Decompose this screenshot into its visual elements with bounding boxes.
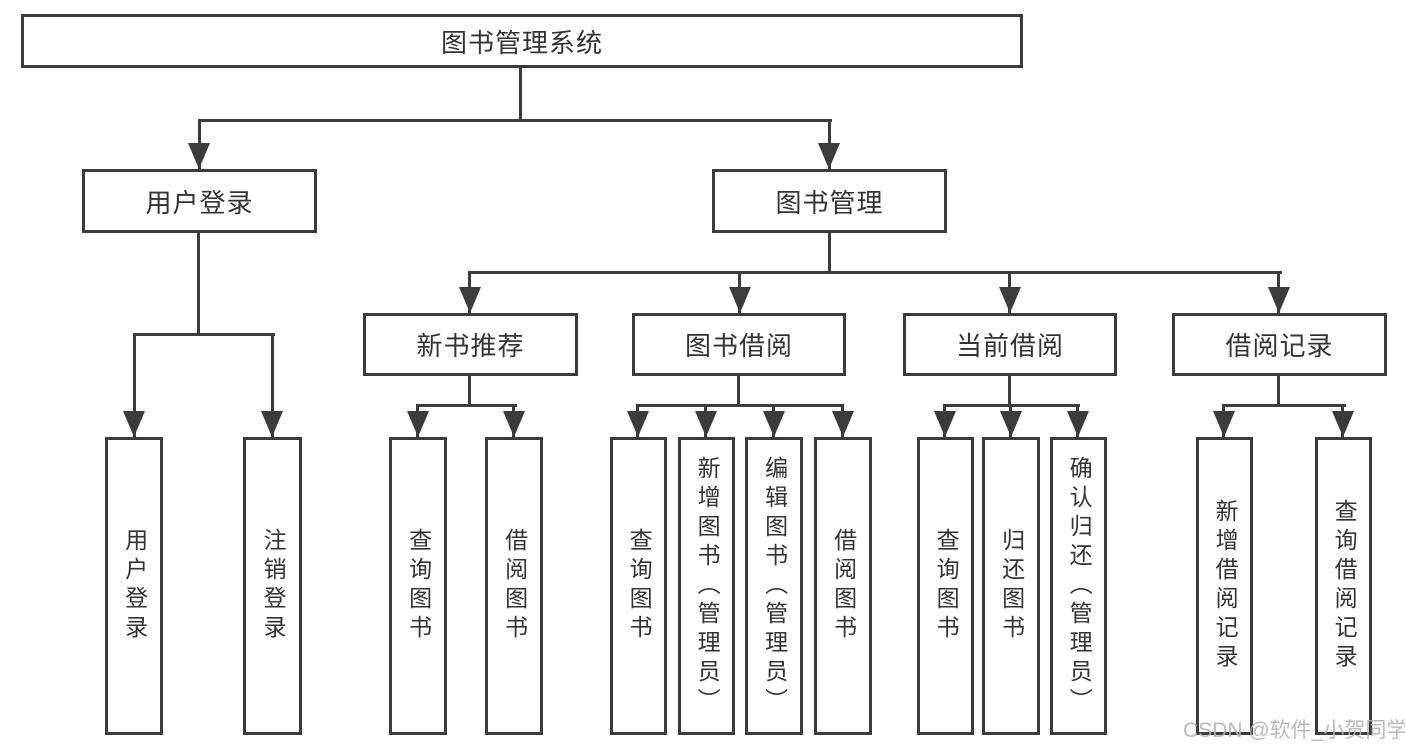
node-leaf-logout: 注销登录 (243, 437, 302, 735)
arrowhead-current-child1 (934, 411, 956, 437)
node-leaf-records-add: 新增借阅记录 (1196, 437, 1253, 735)
arrowhead-records-child1 (1213, 411, 1235, 437)
node-leaf-records-query: 查询借阅记录 (1315, 437, 1372, 735)
node-leaf-user-login: 用户登录 (105, 437, 163, 735)
node-user-login-label: 用户登录 (145, 187, 254, 218)
leaf-borrow-query-label: 查询图书 (626, 528, 653, 644)
node-user-login: 用户登录 (82, 169, 317, 233)
arrowhead-borrow-child4 (832, 411, 854, 437)
node-borrow-records: 借阅记录 (1172, 313, 1387, 376)
arrowhead-records-child2 (1332, 411, 1354, 437)
leaf-newbook-borrow-label: 借阅图书 (501, 528, 528, 644)
arrowhead-user-login (188, 143, 210, 169)
leaf-newbook-query-label: 查询图书 (405, 528, 432, 644)
arrowhead-newbook-child2 (503, 411, 525, 437)
node-leaf-current-query: 查询图书 (917, 437, 974, 735)
leaf-records-add-label: 新增借阅记录 (1212, 499, 1239, 673)
connector-root-branch (198, 119, 832, 122)
arrowhead-borrow-child3 (763, 411, 785, 437)
node-leaf-current-return: 归还图书 (982, 437, 1040, 735)
node-leaf-borrow-add: 新增图书（管理员） (678, 437, 735, 735)
node-leaf-newbook-borrow: 借阅图书 (485, 437, 543, 735)
node-root-label: 图书管理系统 (440, 27, 603, 58)
leaf-borrow-edit-label: 编辑图书（管理员） (761, 455, 788, 717)
node-book-mgmt: 图书管理 (712, 169, 947, 233)
node-leaf-borrow-query: 查询图书 (610, 437, 667, 735)
leaf-borrow-add-label: 新增图书（管理员） (694, 455, 721, 717)
arrowhead-current-child3 (1067, 411, 1089, 437)
arrowhead-current-child2 (1000, 411, 1022, 437)
node-current-borrow: 当前借阅 (903, 313, 1117, 376)
node-borrow-label: 图书借阅 (684, 331, 793, 361)
node-book-borrow: 图书借阅 (632, 313, 846, 376)
node-leaf-borrow-edit: 编辑图书（管理员） (745, 437, 803, 735)
leaf-logout-label: 注销登录 (260, 528, 287, 644)
arrowhead-borrow (729, 287, 751, 313)
connector-to-login (133, 333, 136, 437)
arrowhead-borrow-child1 (627, 411, 649, 437)
connector-book-mgmt-branch (468, 271, 1282, 274)
connector-user-login-stem (197, 233, 200, 336)
connector-book-mgmt-stem (828, 233, 831, 274)
leaf-current-return-label: 归还图书 (998, 528, 1025, 644)
connector-records-branch (1223, 404, 1346, 407)
leaf-records-query-label: 查询借阅记录 (1331, 499, 1358, 673)
connector-root-stem (519, 66, 522, 122)
leaf-current-query-label: 查询图书 (933, 528, 960, 644)
node-current-label: 当前借阅 (955, 331, 1064, 361)
node-records-label: 借阅记录 (1225, 331, 1334, 361)
arrowhead-book-mgmt (818, 143, 840, 169)
node-root-system: 图书管理系统 (21, 14, 1023, 68)
node-leaf-newbook-query: 查询图书 (389, 437, 447, 735)
arrowhead-newbook (459, 287, 481, 313)
leaf-user-login-label: 用户登录 (121, 528, 148, 644)
arrowhead-current (999, 287, 1021, 313)
node-book-mgmt-label: 图书管理 (775, 187, 884, 218)
connector-borrow-stem (737, 376, 740, 407)
connector-records-stem (1277, 376, 1280, 407)
node-newbook-recommend: 新书推荐 (363, 313, 578, 376)
arrowhead-borrow-child2 (695, 411, 717, 437)
arrowhead-logout (261, 411, 283, 437)
connector-current-branch (944, 404, 1080, 407)
arrowhead-newbook-child1 (407, 411, 429, 437)
connector-current-stem (1008, 376, 1011, 407)
node-leaf-current-confirm: 确认归还（管理员） (1050, 437, 1107, 735)
leaf-borrow-borrow-label: 借阅图书 (830, 528, 857, 644)
connector-newbook-stem (468, 376, 471, 407)
connector-to-logout (271, 333, 274, 437)
connector-user-login-branch (133, 333, 275, 336)
connector-borrow-branch (636, 404, 844, 407)
arrowhead-login (123, 411, 145, 437)
connector-newbook-branch (417, 404, 517, 407)
node-leaf-borrow-borrow: 借阅图书 (814, 437, 872, 735)
node-newbook-label: 新书推荐 (416, 331, 525, 361)
leaf-current-confirm-label: 确认归还（管理员） (1066, 455, 1093, 717)
arrowhead-records (1268, 287, 1290, 313)
csdn-watermark: CSDN @软件_小贺同学 (1183, 719, 1405, 742)
